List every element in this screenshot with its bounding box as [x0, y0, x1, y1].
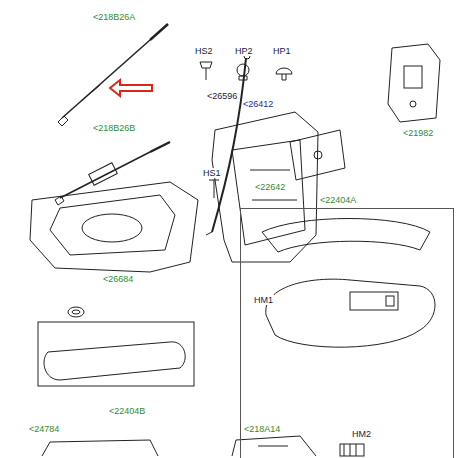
- callout-number: <22404A: [319, 195, 357, 205]
- callout-number: <26684: [102, 274, 134, 284]
- callout-number: <22404B: [108, 406, 146, 416]
- callout-number: <26412: [242, 99, 274, 109]
- callout-number: <26596: [206, 91, 238, 101]
- callout-number: HS1: [202, 168, 222, 178]
- callout-number: HM2: [351, 429, 372, 439]
- callout-number: HS2: [194, 46, 214, 56]
- callout-number: <21982: [402, 128, 434, 138]
- callout-number: <218A14: [243, 424, 281, 434]
- callout-number: <22642: [254, 182, 286, 192]
- callout-number: HP2: [234, 46, 254, 56]
- callout-number: <218B26B: [92, 123, 136, 133]
- callout-number: HM1: [253, 295, 274, 305]
- callout-number: <24784: [28, 424, 60, 434]
- callout-number: <218B26A: [92, 12, 136, 22]
- group-box: <22404AHM1HM2: [240, 208, 454, 458]
- callout-number: HP1: [272, 46, 292, 56]
